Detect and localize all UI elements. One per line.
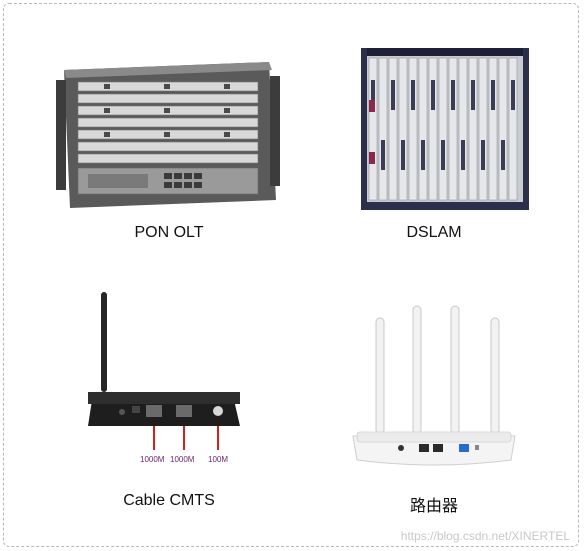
image-frame: PON OLT	[3, 3, 579, 547]
device-caption: Cable CMTS	[123, 492, 215, 509]
device-caption: PON OLT	[134, 224, 204, 241]
watermark: https://blog.csdn.net/XINERTEL	[400, 529, 570, 543]
cable-modem-icon: 1000M 1000M 100M	[88, 292, 240, 464]
cable-cmts-cell: 1000M 1000M 100M Cable CMTS	[44, 274, 294, 524]
pon-olt-cell: PON OLT	[44, 4, 294, 254]
device-caption: DSLAM	[406, 224, 462, 241]
port-label-1: 1000M	[140, 455, 165, 464]
dslam-chassis-icon	[361, 48, 529, 210]
wifi-router-icon	[352, 305, 516, 466]
olt-chassis-icon	[56, 62, 280, 208]
port-label-3: 100M	[208, 455, 228, 464]
dslam-cell: DSLAM	[309, 4, 559, 254]
port-label-2: 1000M	[170, 455, 195, 464]
device-caption: 路由器	[409, 498, 458, 515]
router-cell: 路由器	[309, 274, 559, 524]
